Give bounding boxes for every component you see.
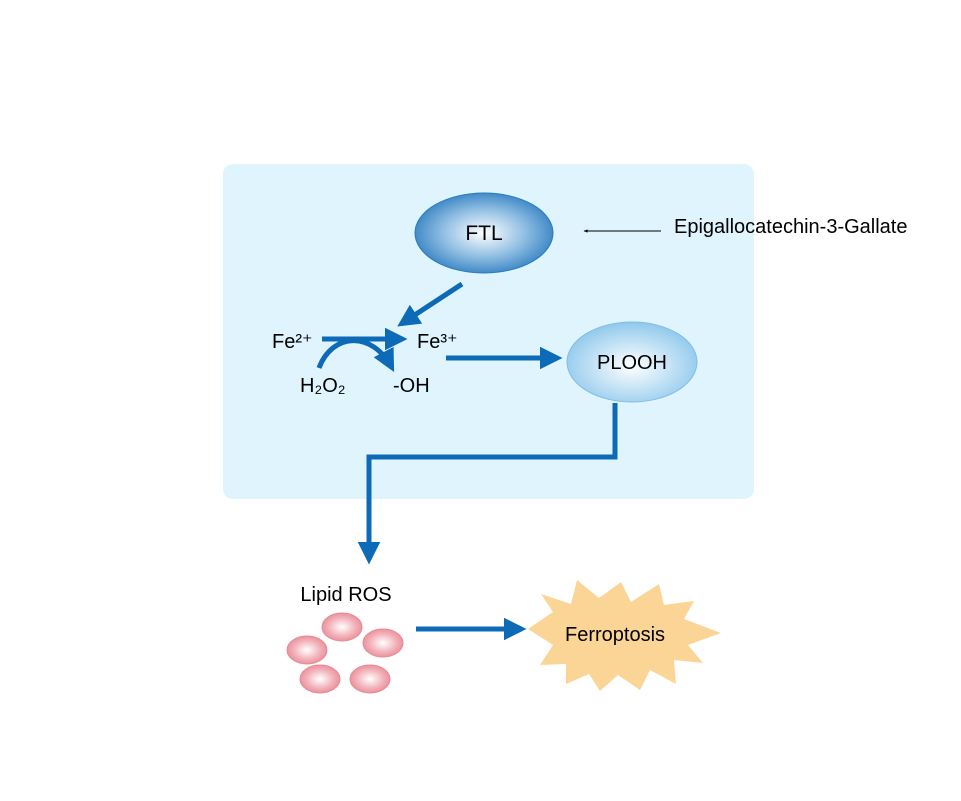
h2o2-to-oh-arrow <box>316 338 395 372</box>
h2o2-label: H₂O₂ <box>300 375 346 397</box>
cell-panel <box>223 164 754 499</box>
lipid-ros-droplet <box>321 612 363 642</box>
egcg-label: Epigallocatechin-3-Gallate <box>674 216 907 238</box>
ferroptosis-label: Ferroptosis <box>565 624 665 646</box>
fe2-label: Fe²⁺ <box>272 331 313 353</box>
lipid-ros-droplet <box>299 664 341 694</box>
oh-label: -OH <box>393 375 430 397</box>
lipid-ros-cluster <box>286 612 404 694</box>
lipid-ros-droplet <box>286 635 328 665</box>
lipid-ros-droplet <box>349 664 391 694</box>
lipid-ros-droplet <box>362 628 404 658</box>
fe3-label: Fe³⁺ <box>417 331 458 353</box>
plooh-node <box>566 321 698 403</box>
ftl-node <box>414 192 554 274</box>
ftl-to-fe3-arrow <box>397 281 464 327</box>
plooh-to-lipid-ros-arrow <box>357 403 618 565</box>
plooh-label: PLOOH <box>597 352 667 374</box>
lipid-ros-label: Lipid ROS <box>300 584 391 606</box>
ferroptosis-burst <box>528 580 721 691</box>
ftl-label: FTL <box>465 222 502 245</box>
